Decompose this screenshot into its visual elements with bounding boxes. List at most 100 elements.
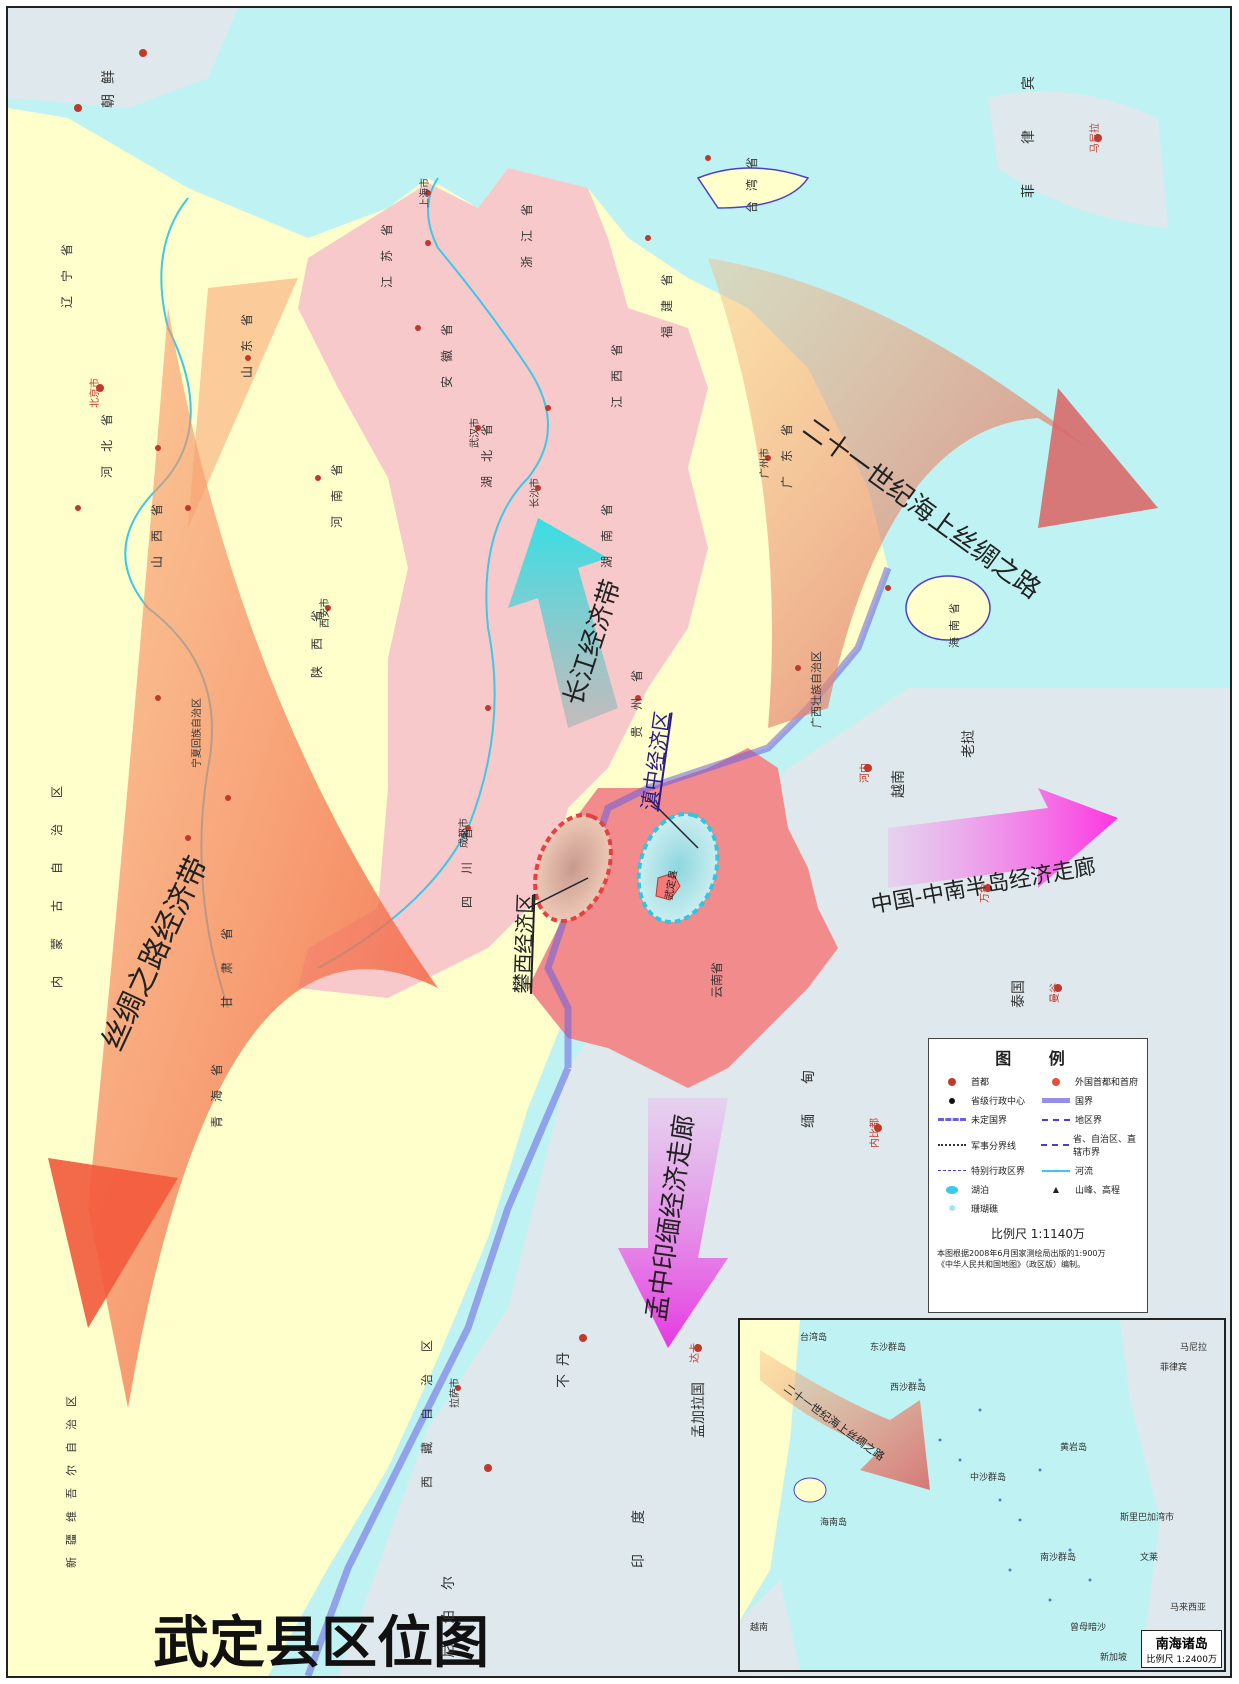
inset-label: 文莱 <box>1140 1553 1159 1563</box>
label-vietnam: 越南 <box>891 770 907 798</box>
label-dhaka: 达卡 <box>690 1343 701 1363</box>
foreign-land-philippines <box>988 91 1168 228</box>
inset-label: 南沙群岛 <box>1040 1553 1077 1563</box>
legend-symbol-region-border <box>1041 1118 1071 1121</box>
legend-label: 首都 <box>971 1078 990 1088</box>
inset-map: 二十一世纪海上丝绸之路 中沙群岛南沙群岛西沙群岛东沙群岛黄岩岛曾母暗沙台湾岛海南… <box>738 1318 1226 1672</box>
inset-label: 台湾岛 <box>800 1333 828 1343</box>
legend-symbol-nat-border <box>1041 1098 1071 1103</box>
label-bhutan: 不丹 <box>556 1344 572 1388</box>
label-nepal: 尼泊尔 <box>441 1556 457 1658</box>
label-jiangsu: 江苏省 <box>380 209 394 288</box>
label-xian: 西安市 <box>320 598 331 628</box>
legend-label: 湖泊 <box>971 1186 990 1196</box>
legend-symbol-mil-line <box>937 1144 967 1146</box>
label-korea: 朝鲜 <box>101 60 117 108</box>
label-xizang: 西藏自治区 <box>420 1317 434 1488</box>
legend-item: 特别行政区界 <box>937 1164 1035 1177</box>
label-india: 印度 <box>631 1480 647 1568</box>
inset-label: 西沙群岛 <box>890 1383 927 1393</box>
label-thailand: 泰国 <box>1011 980 1027 1008</box>
legend-item: 首都 <box>937 1075 1035 1088</box>
inset-route-arrow <box>760 1350 930 1490</box>
panxi-leader <box>527 877 589 909</box>
label-naypyidaw: 内比都 <box>870 1118 881 1148</box>
map-title: 武定县区位图 <box>153 1610 489 1676</box>
legend-label: 省、自治区、直辖市界 <box>1073 1135 1137 1158</box>
legend-label: 山峰、高程 <box>1075 1186 1121 1196</box>
label-guangxi: 广西壮族自治区 <box>810 651 823 728</box>
legend-label: 地区界 <box>1075 1116 1103 1126</box>
inset-label: 海南岛 <box>820 1518 848 1528</box>
inset-label: 菲律宾 <box>1160 1363 1188 1373</box>
maritime-silk-road-arrow <box>708 258 1088 728</box>
silk-road-belt-arrow <box>88 308 438 1408</box>
silk-road-north-arm <box>188 278 298 528</box>
legend-title: 图 例 <box>995 1049 1081 1068</box>
label-hainan: 海南省 <box>948 597 961 648</box>
label-taiwan: 台湾省 <box>745 146 759 213</box>
label-bangladesh: 孟加拉国 <box>691 1382 707 1438</box>
legend-item: 军事分界线 <box>937 1132 1035 1158</box>
legend-label: 国界 <box>1075 1097 1094 1107</box>
label-laos: 老挝 <box>961 730 977 758</box>
yangtze-belt-arrow <box>508 518 618 728</box>
legend-symbol-prov-border <box>1041 1144 1069 1146</box>
legend-symbol-capital <box>937 1077 967 1086</box>
label-bangkok: 曼谷 <box>1050 983 1061 1003</box>
label-zhejiang: 浙江省 <box>520 189 534 268</box>
wuding-county <box>655 872 681 901</box>
legend-note-2: 《中华人民共和国地图》（政区版）编制。 <box>937 1260 1085 1269</box>
label-liaoning: 辽宁省 <box>60 229 74 308</box>
label-myanmar: 缅甸 <box>801 1040 817 1128</box>
inset-title: 南海诸岛 <box>1155 1637 1208 1652</box>
label-guangzhou: 广州市 <box>760 448 771 478</box>
legend-symbol-foreign-capital <box>1041 1077 1071 1086</box>
label-fujian: 福建省 <box>660 259 674 338</box>
label-hunan: 湖南省 <box>600 489 614 568</box>
label-henan: 河南省 <box>330 449 344 528</box>
yangtze-region <box>298 168 708 998</box>
legend-item: 国界 <box>1041 1094 1139 1107</box>
inset-label: 黄岩岛 <box>1060 1443 1088 1453</box>
map-frame: 武定县区位图 丝绸之路经济带 二十一世纪海上丝绸之路 长江经济带 中国-中南半岛… <box>6 6 1232 1678</box>
label-shanxi: 山西省 <box>150 489 164 568</box>
label-qinghai: 青海省 <box>210 1049 224 1128</box>
legend-symbol-undef-border <box>937 1118 967 1121</box>
china-indochina-arrow <box>888 788 1118 888</box>
legend-symbol-lake <box>937 1185 967 1194</box>
inset-label: 马尼拉 <box>1180 1343 1208 1353</box>
label-hanoi: 河内 <box>860 763 871 783</box>
legend-panel: 图 例 首都外国首都和首府省级行政中心国界未定国界地区界军事分界线省、自治区、直… <box>928 1038 1148 1313</box>
legend-label: 珊瑚礁 <box>971 1205 999 1215</box>
inset-label: 越南 <box>750 1623 769 1633</box>
legend-symbol-sar-border <box>937 1170 967 1171</box>
inset-title-box: 南海诸岛 比例尺 1:2400万 <box>1141 1630 1222 1668</box>
legend-symbol-peak: ▲ <box>1052 1185 1060 1194</box>
label-ningxia: 宁夏回族自治区 <box>192 698 203 768</box>
legend-label: 外国首都和首府 <box>1075 1078 1139 1088</box>
inset-foreign-west <box>740 1580 800 1670</box>
inset-hainan <box>793 1477 827 1503</box>
legend-note-1: 本图根据2008年6月国家测绘局出版的1:900万 <box>937 1249 1106 1258</box>
inset-scale: 比例尺 1:2400万 <box>1146 1655 1217 1665</box>
inset-label: 中沙群岛 <box>970 1473 1007 1483</box>
legend-label: 未定国界 <box>971 1116 1008 1126</box>
silk-road-arrowhead <box>48 1158 178 1328</box>
label-wuhan: 武汉市 <box>470 418 481 448</box>
foreign-land-korea <box>8 8 238 108</box>
legend-symbol-river <box>1041 1169 1071 1172</box>
legend-item: 未定国界 <box>937 1113 1035 1126</box>
city-dots <box>74 49 1102 1472</box>
legend-item: 地区界 <box>1041 1113 1139 1126</box>
legend-label: 河流 <box>1075 1167 1094 1177</box>
label-beijing: 北京市 <box>90 378 101 408</box>
legend-items: 首都外国首都和首府省级行政中心国界未定国界地区界军事分界线省、自治区、直辖市界特… <box>937 1075 1139 1215</box>
legend-label: 军事分界线 <box>971 1141 1017 1152</box>
label-changsha: 长沙市 <box>530 478 541 508</box>
inset-label: 马来西亚 <box>1170 1603 1207 1613</box>
bcim-arrow <box>618 1098 728 1348</box>
legend-scale: 比例尺 1:1140万 <box>990 1227 1086 1241</box>
inset-foreign-east <box>1120 1320 1224 1670</box>
label-hebei: 河北省 <box>100 399 114 478</box>
